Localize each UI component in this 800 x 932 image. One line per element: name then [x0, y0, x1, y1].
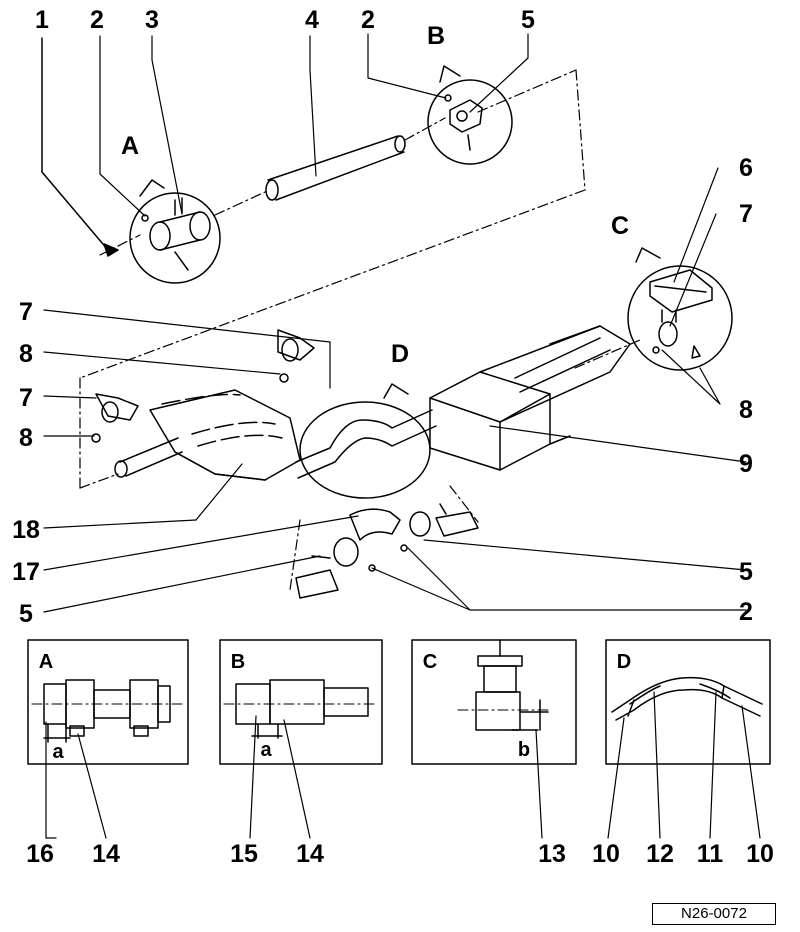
- rear-muffler-9: [429, 325, 631, 471]
- label-detail-a: A: [121, 132, 139, 160]
- detail-circle-a: [129, 179, 221, 284]
- detail-box-a: [27, 639, 189, 839]
- label-8-right: 8: [739, 396, 753, 424]
- label-13: 13: [538, 840, 566, 868]
- label-detail-b: B: [427, 22, 445, 50]
- reference-code: N26-0072: [652, 903, 776, 925]
- label-17: 17: [12, 558, 40, 586]
- label-9: 9: [739, 450, 753, 478]
- label-2-top: 2: [90, 6, 104, 34]
- label-10-left: 10: [592, 840, 620, 868]
- leader-lines: [43, 33, 747, 613]
- label-11: 11: [697, 840, 724, 868]
- box-title-d: D: [617, 651, 631, 673]
- label-14-b: 14: [296, 840, 324, 868]
- dimension-a-box-b: a: [260, 739, 272, 761]
- label-18: 18: [12, 516, 40, 544]
- label-5-right: 5: [739, 558, 753, 586]
- detail-box-c: [411, 639, 577, 839]
- box-title-a: A: [39, 651, 53, 673]
- arrow-item-1: [41, 37, 119, 257]
- label-10-right: 10: [746, 840, 774, 868]
- label-8-left-a: 8: [19, 340, 33, 368]
- lower-clamp-parts: [295, 503, 479, 599]
- label-4: 4: [305, 6, 319, 34]
- label-14-a: 14: [92, 840, 120, 868]
- label-8-left-b: 8: [19, 424, 33, 452]
- label-12: 12: [646, 840, 674, 868]
- label-16: 16: [26, 840, 54, 868]
- detail-circle-c: [627, 247, 733, 371]
- label-6: 6: [739, 154, 753, 182]
- assembly-center-lines: [79, 69, 641, 591]
- label-3: 3: [145, 6, 159, 34]
- label-detail-d: D: [391, 340, 409, 368]
- label-7-right: 7: [739, 200, 753, 228]
- label-7-left-b: 7: [19, 384, 33, 412]
- box-title-b: B: [231, 651, 245, 673]
- label-5-top: 5: [521, 6, 535, 34]
- label-1: 1: [35, 6, 49, 34]
- label-detail-c: C: [611, 212, 629, 240]
- label-7-left-a: 7: [19, 298, 33, 326]
- center-pipe-bend: [295, 383, 437, 499]
- callout-labels: 1 2 3 4 2 5 B A 6 7 C 7 8 D 7 8 8 9 18 1…: [12, 6, 774, 868]
- detail-box-b: [219, 639, 383, 839]
- box-title-c: C: [423, 651, 437, 673]
- detail-box-d: [605, 639, 771, 839]
- detail-circle-b: [427, 65, 513, 165]
- label-2-top-b: 2: [361, 6, 375, 34]
- label-2-right: 2: [739, 598, 753, 626]
- dimension-b-box-c: b: [518, 739, 530, 761]
- front-muffler-18: [114, 389, 301, 481]
- label-15: 15: [230, 840, 258, 868]
- label-5-left: 5: [19, 600, 33, 628]
- dimension-a-box-a: a: [52, 741, 64, 763]
- hanger-left-7: [91, 393, 139, 443]
- intermediate-pipe-4: [265, 135, 406, 201]
- hanger-center-7: [277, 329, 315, 383]
